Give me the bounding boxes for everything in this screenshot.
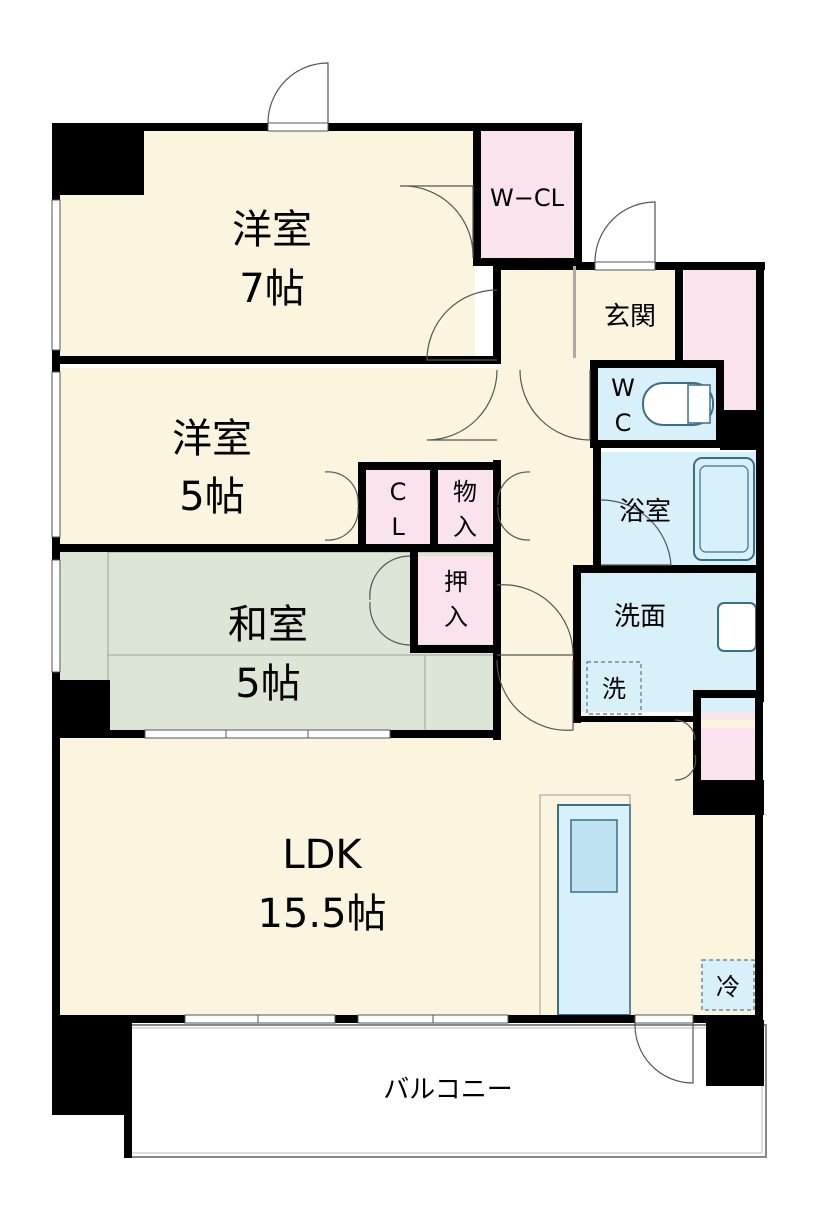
storage-label-top: 物: [453, 478, 477, 506]
room-size-ldk: 15.5帖: [257, 891, 386, 937]
wc-label-c: C: [615, 409, 632, 437]
room-size-western-7: 7帖: [239, 266, 304, 312]
closet-oshiire: [418, 556, 493, 644]
closet-storage: [437, 470, 492, 545]
floor-entrance: [575, 265, 680, 360]
room-name-japanese-5: 和室: [228, 602, 308, 648]
oshiire-label-top: 押: [444, 568, 468, 596]
washer-label: 洗: [602, 675, 626, 703]
room-name-western-5: 洋室: [172, 416, 252, 462]
wc-label-w: W: [611, 374, 635, 402]
closet-cl: [365, 470, 430, 545]
room-size-western-5: 5帖: [179, 474, 244, 520]
fridge-space: [701, 959, 755, 1011]
closet-wcl: [478, 130, 573, 258]
washroom-label: 洗面: [614, 602, 666, 632]
balcony-label: バルコニー: [383, 1075, 512, 1105]
windows-left: [51, 199, 61, 673]
bathtub: [693, 457, 755, 561]
door-swings: [267, 62, 697, 1084]
room-name-western-7: 洋室: [232, 207, 312, 253]
closet-cl-l: L: [391, 513, 405, 541]
room-size-japanese-5: 5帖: [235, 661, 300, 707]
oshiire-label-bottom: 入: [444, 603, 468, 631]
closet-cl-c: C: [390, 478, 407, 506]
washer-space: [586, 661, 642, 715]
closet-small-2: [700, 728, 758, 783]
storage-label-bottom: 入: [453, 513, 477, 541]
bath-label: 浴室: [619, 497, 671, 527]
entrance-label: 玄関: [604, 302, 656, 332]
wash-basin: [717, 602, 757, 652]
fridge-label: 冷: [716, 973, 740, 1001]
room-name-ldk: LDK: [282, 832, 363, 878]
windows-bottom: [144, 729, 509, 1024]
closet-wcl-label: W−CL: [490, 184, 565, 212]
